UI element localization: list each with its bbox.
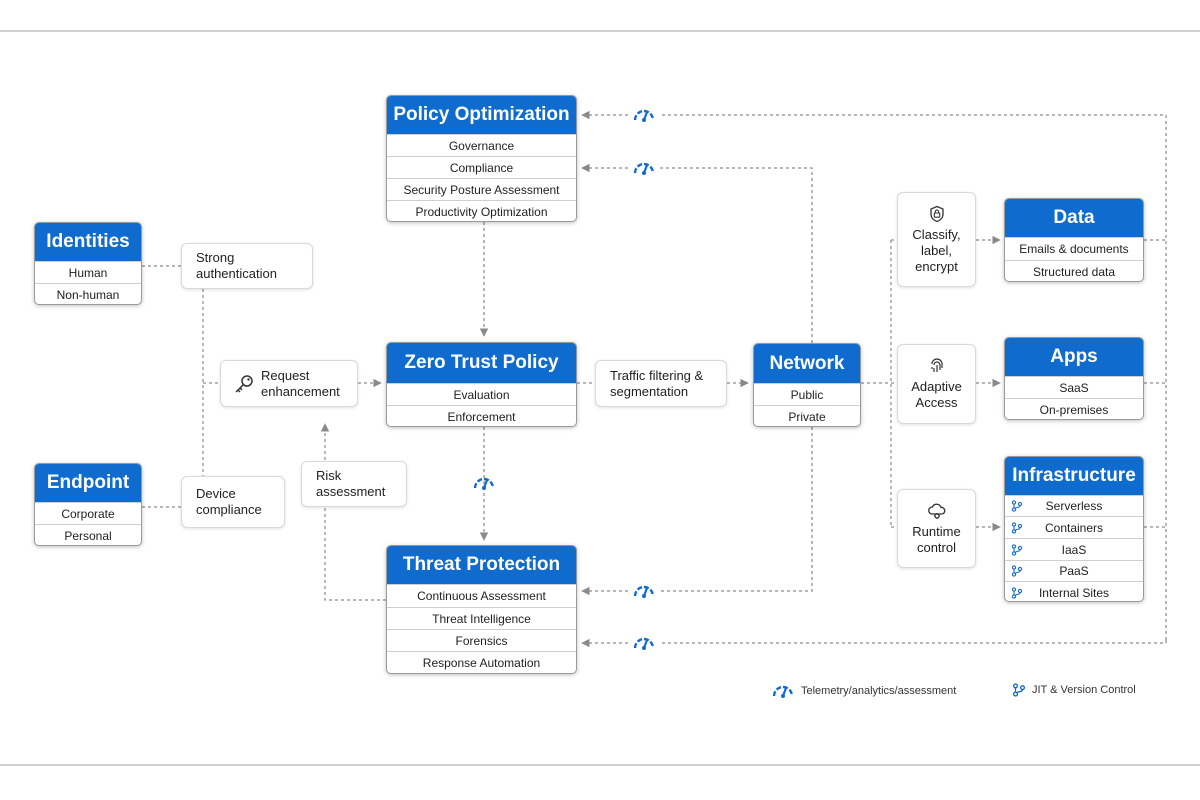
adaptive-access-box: Adaptive Access [897, 344, 976, 424]
threat-protection-card: Threat Protection Continuous Assessment … [386, 545, 577, 674]
list-item: Serverless [1005, 495, 1143, 516]
legend-telemetry: Telemetry/analytics/assessment [771, 682, 956, 700]
list-item: Productivity Optimization [387, 200, 576, 221]
risk-assessment-box: Risk assessment [301, 461, 407, 507]
traffic-filtering-box: Traffic filtering & segmentation [595, 360, 727, 407]
list-item: IaaS [1005, 538, 1143, 560]
request-enhancement-box: Request enhancement [220, 360, 358, 407]
list-item: Evaluation [387, 383, 576, 405]
list-item: Enforcement [387, 405, 576, 426]
strong-authentication-box: Strong authentication [181, 243, 313, 289]
list-item: Emails & documents [1005, 237, 1143, 260]
list-item: Internal Sites [1005, 581, 1143, 601]
version-control-icon [1011, 500, 1023, 512]
telemetry-icon [633, 162, 655, 175]
device-compliance-label: Device compliance [196, 486, 262, 517]
risk-assessment-label: Risk assessment [316, 468, 386, 499]
list-item: Public [754, 383, 860, 405]
endpoint-title: Endpoint [35, 464, 141, 502]
list-item: Containers [1005, 516, 1143, 538]
zero-trust-policy-title: Zero Trust Policy [387, 343, 576, 383]
apps-card: Apps SaaS On-premises [1004, 337, 1144, 420]
fingerprint-icon [930, 358, 943, 372]
data-title: Data [1005, 199, 1143, 237]
list-item: Personal [35, 524, 141, 545]
list-item: Forensics [387, 629, 576, 651]
top-divider [0, 30, 1200, 32]
data-card: Data Emails & documents Structured data [1004, 198, 1144, 282]
version-control-icon [1011, 565, 1023, 577]
list-item: Security Posture Assessment [387, 178, 576, 200]
infrastructure-item-label: IaaS [1061, 542, 1087, 557]
apps-title: Apps [1005, 338, 1143, 376]
infrastructure-item-label: Containers [1044, 520, 1104, 535]
strong-authentication-label: Strong authentication [196, 250, 277, 281]
list-item: SaaS [1005, 376, 1143, 398]
telemetry-icon [633, 109, 655, 122]
cloud-settings-icon [927, 503, 945, 519]
lock-shield-icon [929, 205, 944, 222]
infrastructure-item-label: Internal Sites [1038, 585, 1110, 600]
network-card: Network Public Private [753, 343, 861, 427]
list-item: Governance [387, 134, 576, 156]
legend-telemetry-label: Telemetry/analytics/assessment [801, 685, 957, 697]
endpoint-card: Endpoint Corporate Personal [34, 463, 142, 546]
runtime-control-box: Runtime control [897, 489, 976, 568]
version-control-icon [1012, 683, 1026, 697]
infrastructure-item-label: Serverless [1045, 499, 1103, 513]
telemetry-icon [633, 637, 655, 650]
legend-jit-label: JIT & Version Control [1032, 684, 1136, 696]
list-item: Private [754, 405, 860, 426]
legend-jit: JIT & Version Control [1012, 682, 1136, 698]
infrastructure-item-label: PaaS [1059, 564, 1089, 578]
list-item: Response Automation [387, 651, 576, 673]
traffic-filtering-label: Traffic filtering & segmentation [610, 367, 704, 399]
runtime-control-label: Runtime control [912, 523, 961, 555]
device-compliance-box: Device compliance [181, 476, 285, 528]
identities-title: Identities [35, 223, 141, 261]
list-item: Human [35, 261, 141, 283]
telemetry-icon [473, 477, 495, 490]
version-control-icon [1011, 521, 1023, 534]
threat-protection-title: Threat Protection [387, 546, 576, 584]
version-control-icon [1011, 586, 1023, 599]
list-item: Continuous Assessment [387, 584, 576, 607]
version-control-icon [1011, 543, 1023, 556]
policy-optimization-card: Policy Optimization Governance Complianc… [386, 95, 577, 222]
adaptive-access-label: Adaptive Access [911, 379, 962, 410]
key-icon [235, 374, 253, 393]
list-item: Compliance [387, 156, 576, 178]
classify-label-encrypt-box: Classify, label, encrypt [897, 192, 976, 287]
list-item: PaaS [1005, 560, 1143, 581]
classify-label-encrypt-label: Classify, label, encrypt [912, 226, 961, 274]
identities-card: Identities Human Non-human [34, 222, 142, 305]
telemetry-icon [633, 585, 655, 598]
request-enhancement-label: Request enhancement [261, 367, 340, 399]
zero-trust-policy-card: Zero Trust Policy Evaluation Enforcement [386, 342, 577, 427]
telemetry-icon [772, 685, 794, 698]
list-item: Non-human [35, 283, 141, 304]
network-title: Network [754, 344, 860, 383]
list-item: Threat Intelligence [387, 607, 576, 629]
infrastructure-title: Infrastructure [1005, 457, 1143, 495]
list-item: Structured data [1005, 260, 1143, 281]
infrastructure-card: Infrastructure Serverless Containers Iaa… [1004, 456, 1144, 602]
list-item: Corporate [35, 502, 141, 524]
list-item: On-premises [1005, 398, 1143, 419]
policy-optimization-title: Policy Optimization [387, 96, 576, 134]
bottom-divider [0, 764, 1200, 766]
